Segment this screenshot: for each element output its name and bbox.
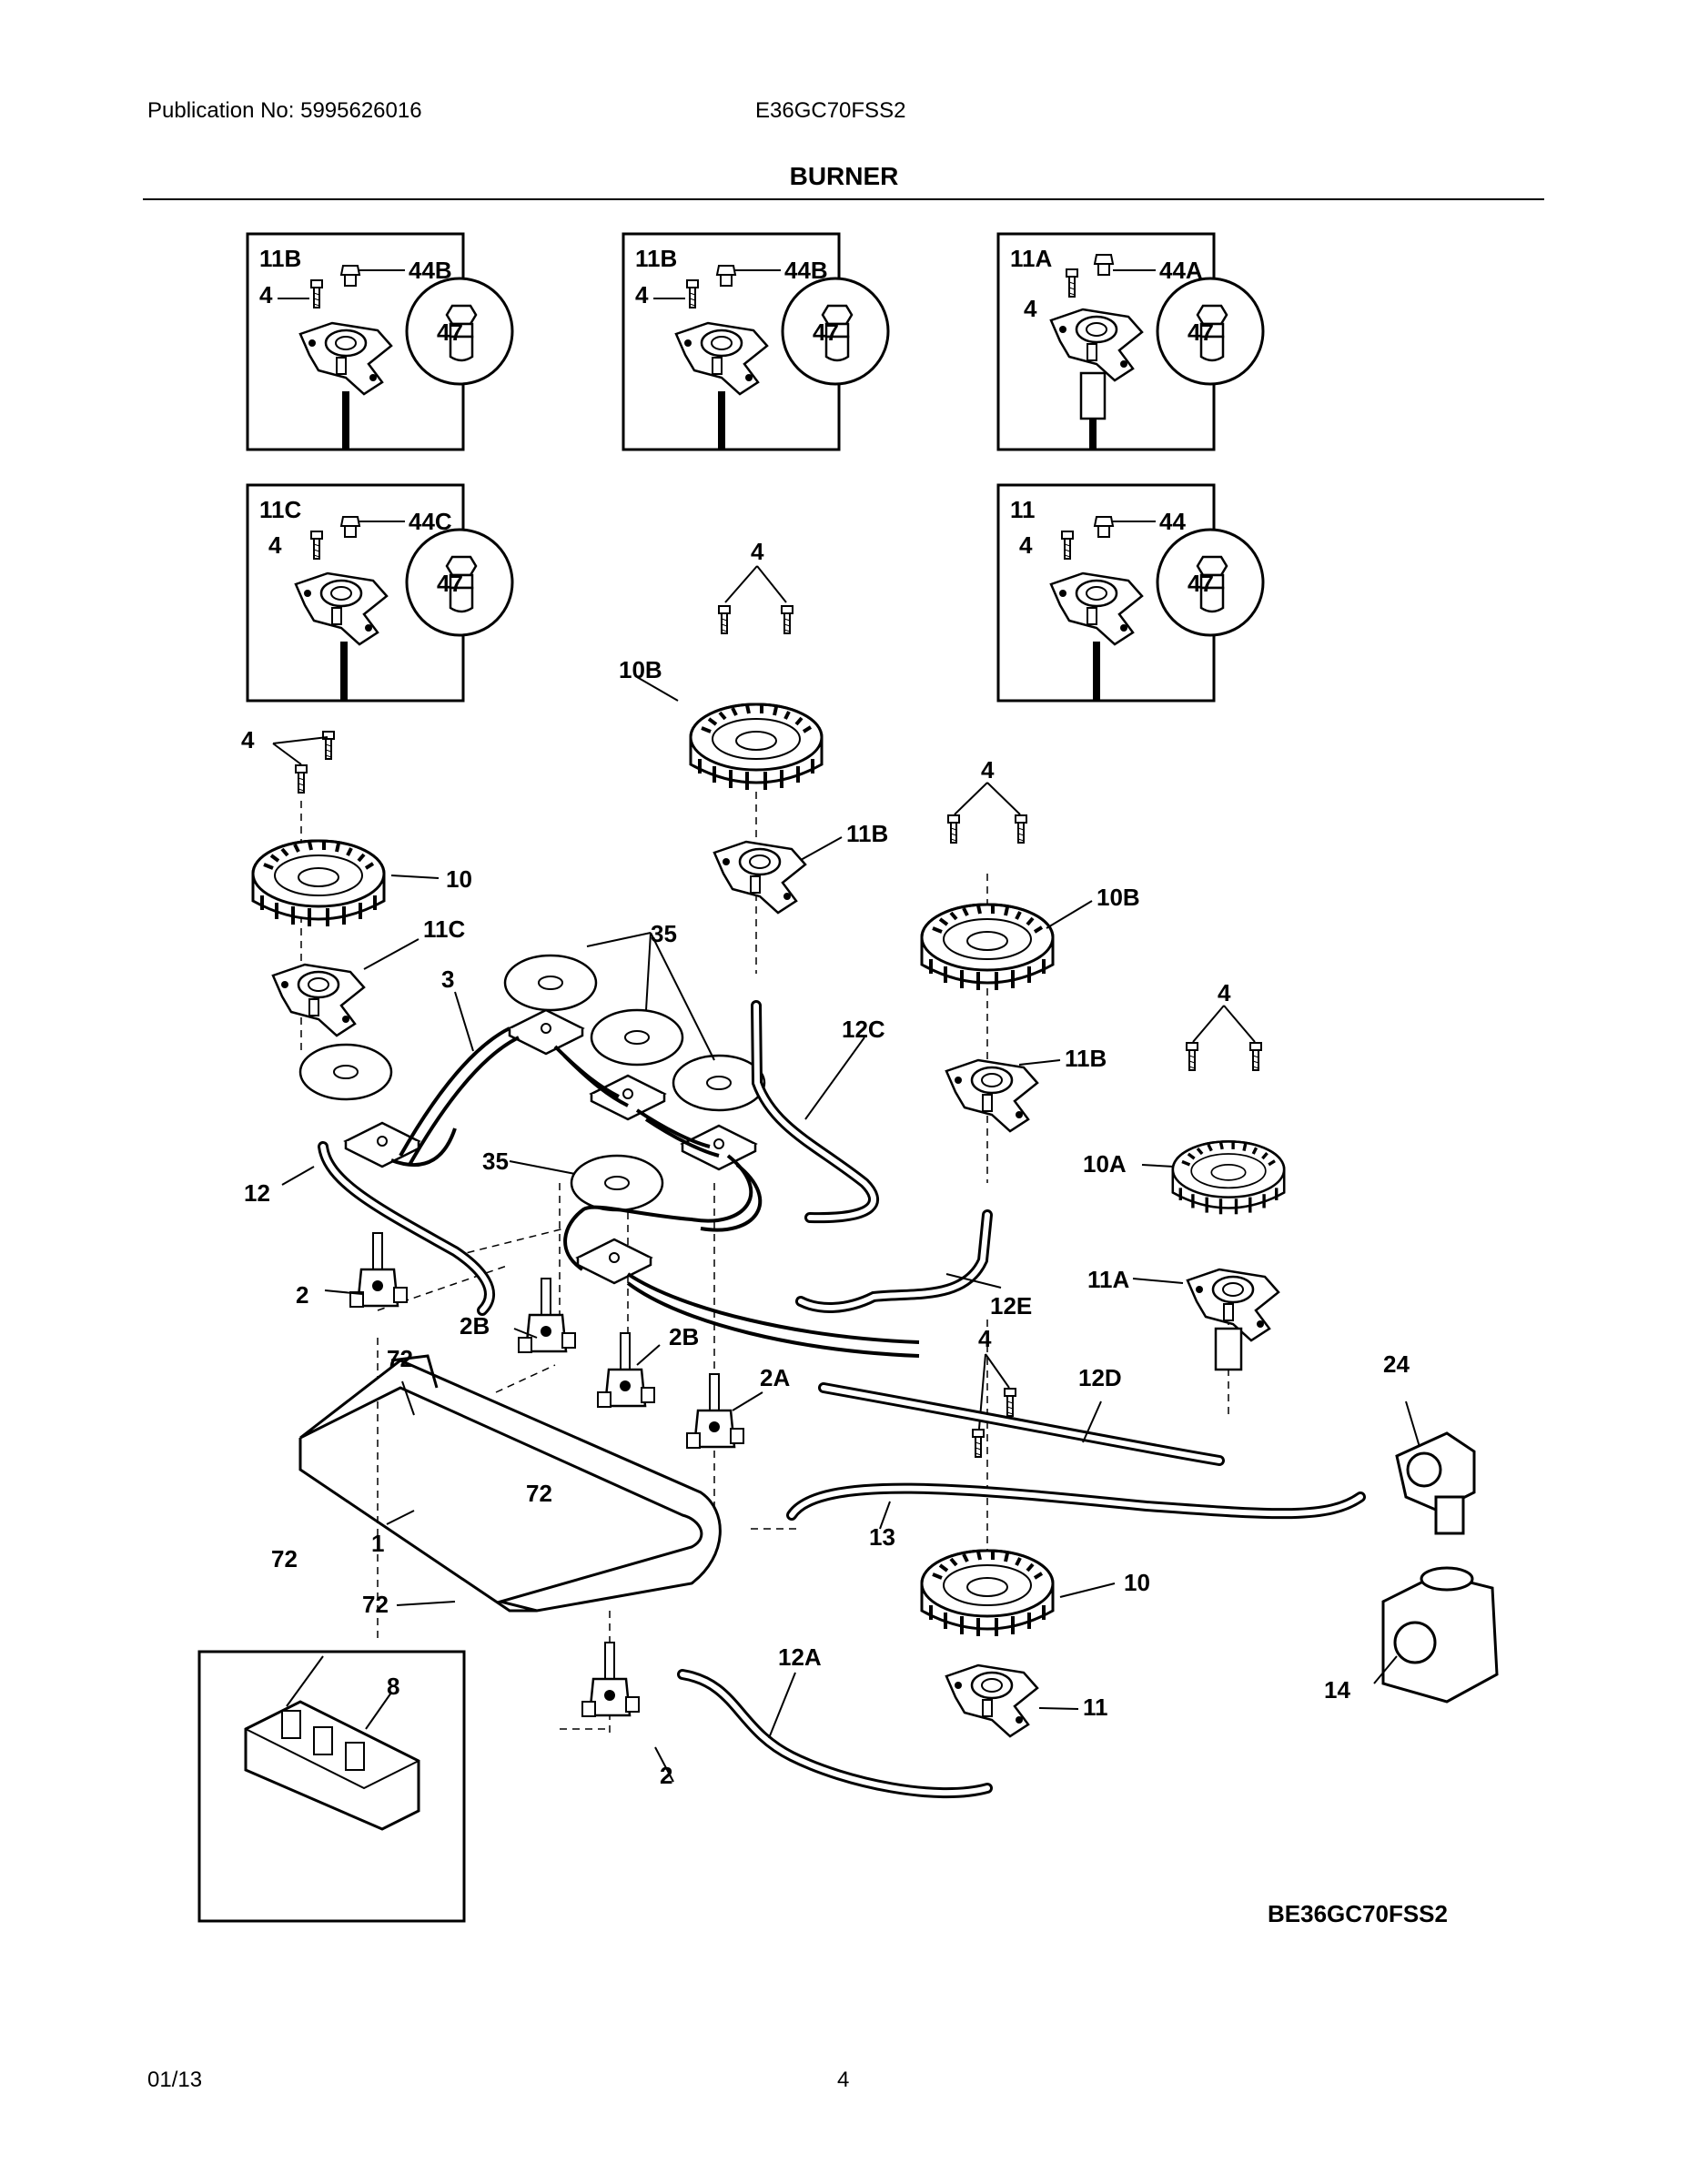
disc-35 [503,954,598,1012]
callout: 10 [446,865,472,893]
callout: 1 [371,1530,384,1557]
inset-11: 11 4 44 47 [996,483,1265,703]
inset-cap-label: 47 [1188,318,1214,346]
disc-35 [590,1008,684,1067]
inset-label: 11C [259,496,301,523]
callout: 35 [482,1148,509,1175]
callout: 2B [669,1323,699,1350]
callout: 10A [1083,1150,1127,1178]
callout: 12 [244,1179,270,1207]
callout: 12C [842,1016,885,1043]
callout: 14 [1324,1676,1350,1704]
inset-11b-center: 11B 4 44B 47 [622,232,890,451]
inset-label: 11A [1010,245,1052,272]
inset-screw-label: 4 [1019,531,1033,559]
inset-label: 11B [259,245,301,272]
callout: 3 [441,966,454,993]
callout: 8 [387,1673,399,1700]
valve-2a [685,1372,745,1450]
callout: 10 [1124,1569,1150,1596]
ignitor-pad [576,1238,652,1285]
callout: 12E [990,1292,1032,1320]
callout: 11 [1083,1694,1108,1721]
burner-10a [1171,1139,1286,1217]
ignitor-harness [390,1026,920,1358]
bracket-11c [271,963,366,1037]
inset-screw-label: 4 [635,281,649,308]
callout: 11B [1065,1045,1107,1072]
callout: 4 [981,756,995,784]
spark-module-inset [197,1650,466,1923]
inset-cap-label: 47 [813,318,839,346]
burner-10-left [251,839,386,928]
inset-11a: 11A 4 44A 47 [996,232,1265,451]
callout: 72 [526,1480,552,1507]
inset-11c: 11C 4 44C 47 [246,483,514,703]
ignitor-pad [508,1008,584,1056]
inset-orifice-label: 44 [1159,508,1186,535]
callout: 4 [241,726,255,753]
inset-cap-label: 47 [1188,570,1214,597]
callout: 12D [1078,1364,1122,1391]
callout: 4 [978,1325,992,1352]
page-number: 4 [837,2068,850,2092]
ignitor-pad [590,1074,666,1121]
manifold-1 [298,1354,722,1613]
callout: 13 [869,1523,895,1551]
callout: 2B [460,1312,490,1340]
callout: 10B [619,656,662,683]
callout: 72 [271,1545,298,1572]
inset-label: 11 [1010,496,1036,523]
callout: 2 [296,1281,308,1309]
callout: 12A [778,1643,822,1671]
callout: 10B [1097,884,1140,911]
callout: 11B [846,820,888,847]
valve-2-left [349,1231,409,1309]
bracket-11b-lower [945,1058,1039,1133]
callout: 2 [660,1762,672,1789]
bracket-11 [945,1663,1039,1738]
valve-2b-a [517,1277,577,1354]
burner-10b-top [689,703,824,792]
callout: 11A [1087,1266,1129,1293]
inset-cap-label: 47 [437,570,463,597]
valve-2b-b [596,1331,656,1409]
inset-screw-label: 4 [268,531,282,559]
inset-screw-label: 4 [259,281,273,308]
regulator-14 [1381,1566,1499,1704]
burner-10-right [920,1549,1055,1638]
bracket-11b-upper [713,840,807,915]
callout: 72 [362,1591,389,1618]
diagram-code: BE36GC70FSS2 [1268,1900,1448,1927]
callout: 2A [760,1364,790,1391]
callout: 11C [423,915,465,943]
callout: 24 [1383,1350,1410,1378]
callout: 4 [751,538,764,565]
burner-10b-right [920,903,1055,992]
inset-cap-label: 47 [437,318,463,346]
inset-11b-left: 11B 4 44B 47 [246,232,514,451]
callout: 4 [1218,979,1231,1006]
callout: 72 [387,1345,413,1372]
inset-screw-label: 4 [1024,295,1037,322]
footer-date: 01/13 [147,2068,203,2092]
model-number: E36GC70FSS2 [755,98,906,123]
disc-35 [570,1154,664,1212]
publication-number: Publication No: 5995626016 [147,98,422,123]
disc-35 [672,1054,766,1112]
page-title: BURNER [789,162,899,190]
inset-label: 11B [635,245,677,272]
title-rule [143,198,1544,200]
callout: 35 [651,920,677,947]
disc-35 [298,1043,393,1101]
elbow-24 [1395,1431,1476,1535]
valve-2-bottom [581,1641,641,1718]
